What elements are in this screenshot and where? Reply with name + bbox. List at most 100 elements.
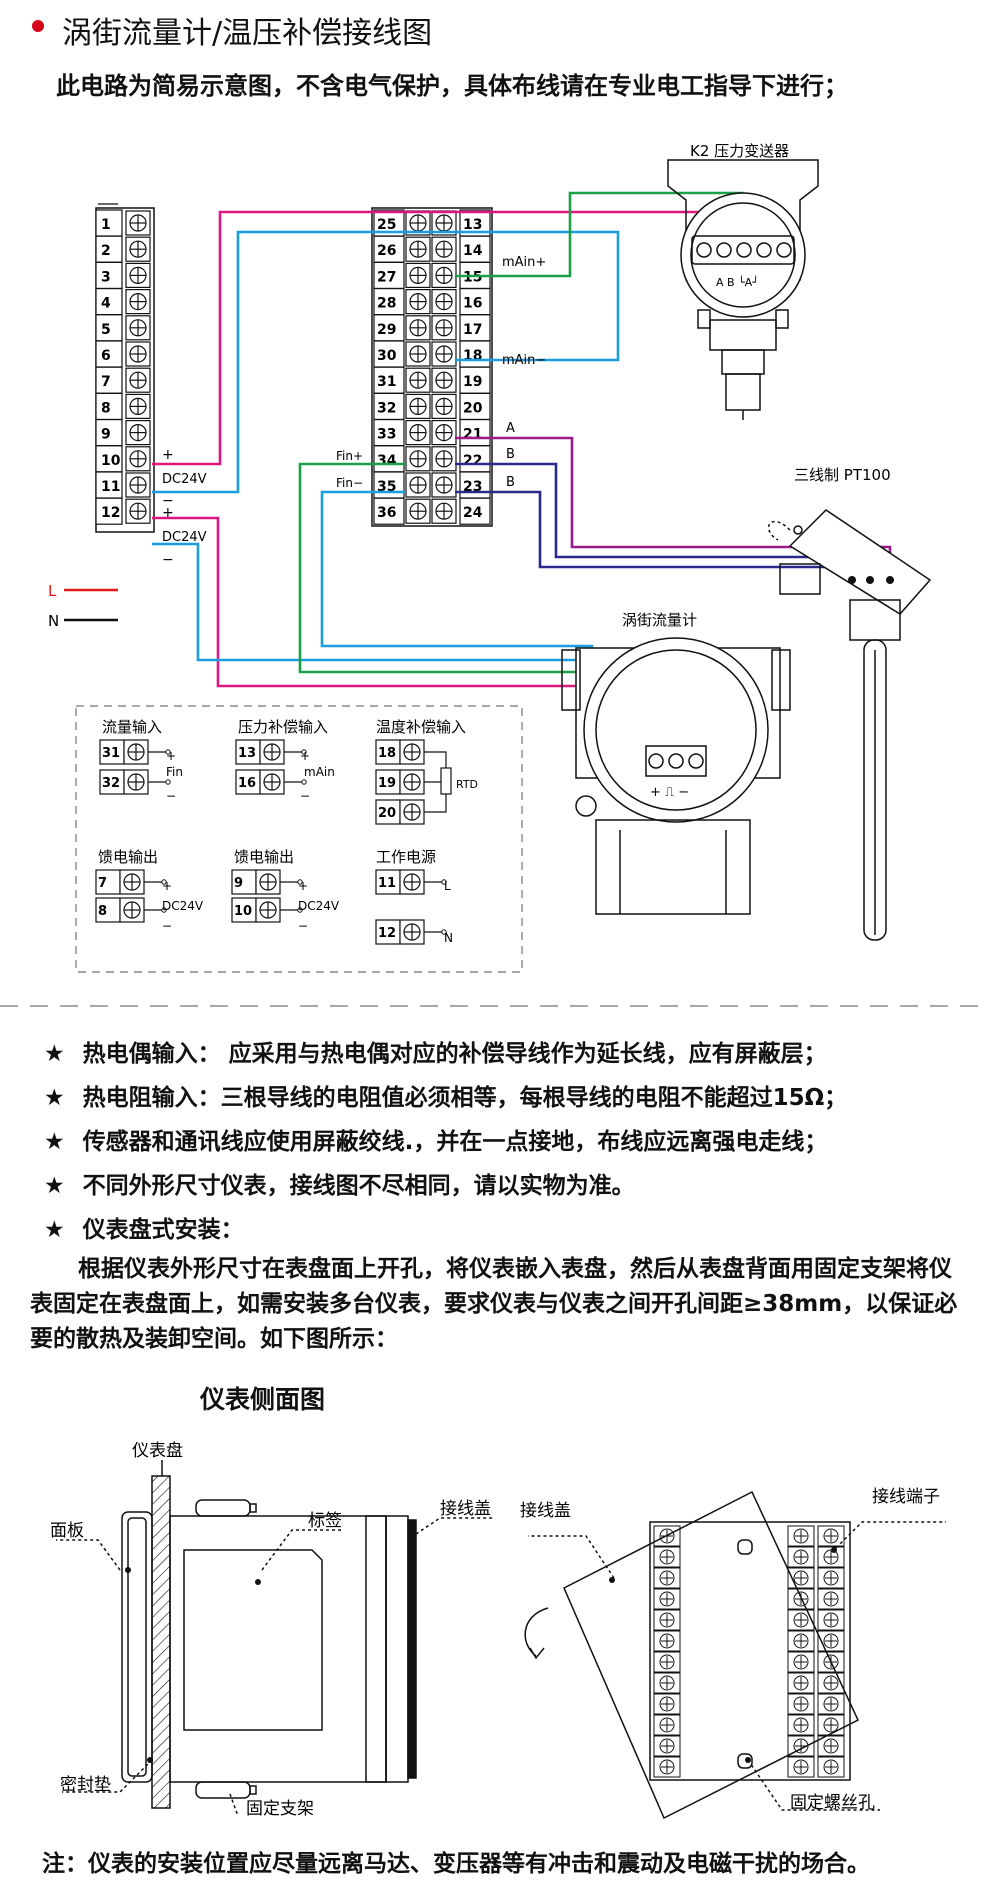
left-terminal-screw-3 bbox=[125, 262, 151, 288]
legend-feed1-plus: + bbox=[162, 879, 172, 893]
back-terminal-left bbox=[659, 1528, 675, 1544]
legend-terminal-screw-13 bbox=[259, 739, 285, 765]
label-plus-2: + bbox=[162, 505, 174, 521]
legend-feed-output-1: 馈电输出 bbox=[98, 848, 158, 866]
mid-terminal-screw-31 bbox=[405, 367, 431, 393]
label-screw-hole: 固定螺丝孔 bbox=[790, 1793, 875, 1813]
legend-terminal-screw-10 bbox=[255, 897, 281, 923]
left-terminal-number-8: 8 bbox=[101, 400, 111, 416]
back-terminal-right bbox=[823, 1717, 839, 1733]
left-terminal-screw-1 bbox=[125, 210, 151, 236]
mid-terminal-number-30: 30 bbox=[377, 348, 397, 364]
side-view-diagram: 仪表盘 面板 标签 接线盖 密封垫 固定支架 接线盖 接线端子 固定螺丝孔 bbox=[50, 1441, 946, 1820]
right-terminal-screw-22 bbox=[431, 446, 457, 472]
side-view-title: 仪表侧面图 bbox=[200, 1385, 326, 1414]
left-terminal-screw-10 bbox=[125, 446, 151, 472]
back-terminal-mid bbox=[793, 1633, 809, 1649]
back-terminal-right bbox=[823, 1612, 839, 1628]
right-terminal-screw-21 bbox=[431, 420, 457, 446]
back-panel bbox=[649, 1521, 851, 1781]
back-terminal-right bbox=[823, 1633, 839, 1649]
left-terminal-number-11: 11 bbox=[101, 479, 120, 495]
left-terminal-screw-5 bbox=[125, 315, 151, 341]
legend-n: N bbox=[444, 931, 453, 945]
legend-terminal-number-9: 9 bbox=[234, 876, 243, 891]
right-terminal-number-15: 15 bbox=[463, 269, 482, 285]
page-title: 涡街流量计/温压补偿接线图 bbox=[62, 16, 433, 51]
back-terminal-mid bbox=[793, 1696, 809, 1712]
left-terminal-screw-8 bbox=[125, 393, 151, 419]
right-terminal-number-19: 19 bbox=[463, 374, 482, 390]
legend-feed2-minus: − bbox=[298, 919, 308, 933]
note-4: ★不同外形尺寸仪表，接线图不尽相同，请以实物为准。 bbox=[44, 1173, 635, 1199]
label-minus-1: − bbox=[162, 493, 174, 509]
right-terminal-number-13: 13 bbox=[463, 217, 482, 233]
legend-feed1-minus: − bbox=[162, 919, 172, 933]
left-terminal-number-12: 12 bbox=[101, 505, 120, 521]
right-terminal-screw-23 bbox=[431, 472, 457, 498]
legend-terminal-screw-20 bbox=[399, 799, 425, 825]
legend-terminal-screw-31 bbox=[123, 739, 149, 765]
legend-box bbox=[75, 705, 523, 973]
pt100-sensor bbox=[767, 509, 932, 941]
legend-terminal-number-19: 19 bbox=[378, 776, 396, 791]
back-terminal-right bbox=[823, 1654, 839, 1670]
right-terminal-number-18: 18 bbox=[463, 348, 482, 364]
wire-blue-fin-minus-2 bbox=[320, 490, 594, 738]
label-l: L bbox=[48, 582, 57, 600]
legend-l: L bbox=[444, 879, 451, 893]
legend-terminal-number-20: 20 bbox=[378, 806, 396, 821]
right-terminal-screw-16 bbox=[431, 289, 457, 315]
mid-terminal-number-36: 36 bbox=[377, 505, 396, 521]
legend-flow-plus: + bbox=[166, 749, 176, 763]
mid-terminal-screw-30 bbox=[405, 341, 431, 367]
back-terminal-right bbox=[823, 1759, 839, 1775]
footer-note: 注：仪表的安装位置应尽量远离马达、变压器等有冲击和震动及电磁干扰的场合。 bbox=[42, 1851, 870, 1877]
legend-terminal-number-12: 12 bbox=[378, 926, 396, 941]
back-terminal-left bbox=[659, 1633, 675, 1649]
wire-b2 bbox=[455, 490, 854, 580]
back-terminal-mid bbox=[793, 1591, 809, 1607]
legend-terminal-number-31: 31 bbox=[102, 746, 120, 761]
legend-terminal-number-32: 32 bbox=[102, 776, 120, 791]
right-terminal-number-21: 21 bbox=[463, 427, 482, 443]
back-terminal-left bbox=[659, 1549, 675, 1565]
label-dc24v-2: DC24V bbox=[162, 530, 207, 545]
label-main-plus: mAin+ bbox=[502, 255, 546, 270]
pressure-transmitter bbox=[667, 159, 819, 420]
left-terminal-number-9: 9 bbox=[101, 427, 111, 443]
back-terminal-left bbox=[659, 1612, 675, 1628]
left-terminal-screw-7 bbox=[125, 367, 151, 393]
legend-terminal-number-10: 10 bbox=[234, 904, 252, 919]
back-terminal-mid bbox=[793, 1570, 809, 1586]
back-terminal-mid bbox=[793, 1654, 809, 1670]
label-b1: B bbox=[506, 447, 515, 462]
label-fin-plus: Fin+ bbox=[336, 449, 363, 463]
legend-press-minus: − bbox=[300, 789, 310, 803]
right-terminal-screw-15 bbox=[431, 262, 457, 288]
legend-terminal-screw-16 bbox=[259, 769, 285, 795]
back-terminal-mid bbox=[793, 1549, 809, 1565]
terminal-cover-outline bbox=[563, 1490, 859, 1820]
back-terminal-right bbox=[823, 1528, 839, 1544]
label-tag: 标签 bbox=[308, 1511, 342, 1531]
mid-terminal-screw-33 bbox=[405, 420, 431, 446]
label-main-minus: mAin− bbox=[502, 353, 546, 368]
instrument-body bbox=[169, 1515, 387, 1783]
left-terminal-screw-4 bbox=[125, 289, 151, 315]
label-a: A bbox=[506, 421, 515, 436]
label-fin-minus: Fin− bbox=[336, 476, 363, 490]
left-terminal-number-2: 2 bbox=[101, 243, 111, 259]
left-terminal-number-5: 5 bbox=[101, 322, 111, 338]
right-terminal-screw-19 bbox=[431, 367, 457, 393]
legend-terminal-number-11: 11 bbox=[378, 876, 396, 891]
legend-rtd: RTD bbox=[456, 778, 478, 791]
right-terminal-number-14: 14 bbox=[463, 243, 483, 259]
back-terminal-mid bbox=[793, 1612, 809, 1628]
legend-terminal-screw-12 bbox=[399, 919, 425, 945]
label-dc24v-1: DC24V bbox=[162, 472, 207, 487]
left-terminal-screw-6 bbox=[125, 341, 151, 367]
